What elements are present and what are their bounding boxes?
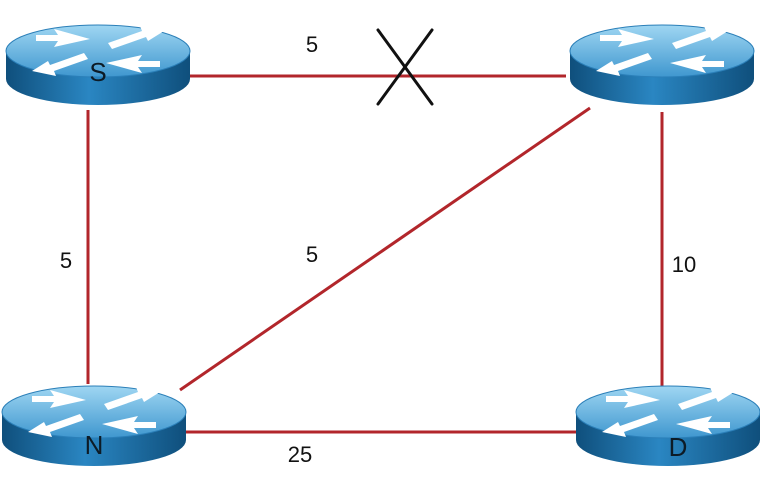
- router-r[interactable]: [569, 24, 755, 106]
- link-n-r: [179, 106, 591, 392]
- cost-label-n-d: 25: [288, 442, 312, 467]
- router-s-label: S: [89, 57, 106, 87]
- cost-label-s-r: 5: [306, 32, 318, 57]
- router-d-label: D: [669, 432, 688, 462]
- router-d[interactable]: D: [575, 385, 760, 467]
- cost-label-s-n: 5: [60, 248, 72, 273]
- failed-link-cross-icon: [376, 28, 434, 106]
- cost-label-r-d: 10: [672, 252, 696, 277]
- router-n-label: N: [85, 430, 104, 460]
- links: [86, 74, 664, 434]
- router-icon: [569, 24, 755, 106]
- router-s[interactable]: S: [5, 24, 191, 106]
- cost-label-n-r: 5: [306, 242, 318, 267]
- router-n[interactable]: N: [1, 385, 187, 467]
